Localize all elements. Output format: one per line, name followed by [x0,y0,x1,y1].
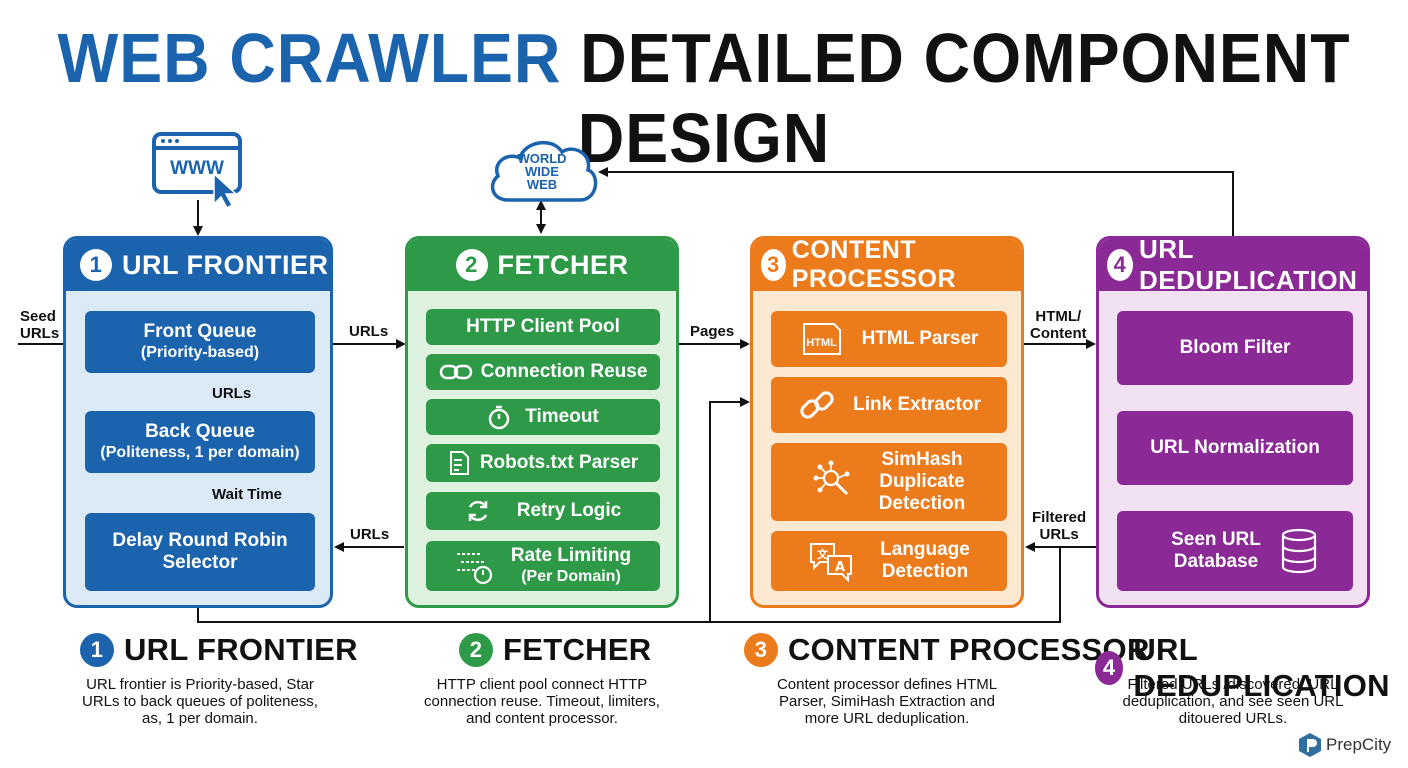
stopwatch-icon [488,405,510,430]
html-file-icon: HTML [800,322,844,356]
url-normalization-box: URL Normalization [1117,411,1353,485]
content-processor-panel: 3 CONTENT PROCESSOR HTML HTML Parser Lin… [750,236,1024,608]
simhash-box: SimHash Duplicate Detection [771,443,1007,521]
processor-number: 3 [761,249,786,281]
refresh-icon [468,500,487,522]
svg-text:文: 文 [817,547,829,561]
www-label: WWW [170,158,224,179]
rate-limiting-box: Rate Limiting (Per Domain) [426,541,660,591]
translate-icon: 文 A [810,543,853,582]
timeout-box: Timeout [426,399,660,435]
back-queue-box: Back Queue (Politeness, 1 per domain) [85,411,315,473]
cloud-line-1: WORLD [517,151,567,166]
world-wide-web-cloud: WORLD WIDE WEB [484,134,600,206]
processor-title: CONTENT PROCESSOR [791,236,957,293]
cloud-line-2: WIDE [525,164,559,179]
pages-label: Pages [690,323,735,340]
urls-back-label: URLs [350,526,390,543]
bottom-processor-heading: 3 CONTENT PROCESSOR [744,632,1150,668]
url-deduplication-panel: 4 URL DEDUPLICATION Bloom Filter URL Nor… [1096,236,1370,608]
fetcher-title: FETCHER [497,249,629,280]
network-search-icon [813,460,850,496]
retry-logic-box: Retry Logic [426,492,660,530]
urls-to-fetcher-label: URLs [349,323,389,340]
document-edit-icon [449,451,469,475]
html-parser-box: HTML HTML Parser [771,311,1007,367]
http-client-pool-box: HTTP Client Pool [426,309,660,345]
title-part-2: DETAILED COMPONENT DESIGN [577,19,1351,177]
bottom-frontier-heading: 1 URL FRONTIER [80,632,358,668]
fetcher-panel: 2 FETCHER HTTP Client Pool Connection Re… [405,236,679,608]
link-chain-icon [439,364,472,380]
page-title: WEB CRAWLER DETAILED COMPONENT DESIGN [56,18,1351,178]
bottom-dedup-heading: 4 URL DEDUPLICATION [1095,632,1408,704]
brand-logo: PrepCity [1298,732,1391,758]
dedup-number: 4 [1107,249,1133,281]
bottom-fetcher-heading: 2 FETCHER [459,632,652,668]
bloom-filter-box: Bloom Filter [1117,311,1353,385]
cloud-line-3: WEB [526,177,558,192]
delay-round-robin-selector-box: Delay Round Robin Selector [85,513,315,591]
wait-time-label: Wait Time [212,486,283,503]
url-deduplication-header: 4 URL DEDUPLICATION [1099,239,1367,295]
url-frontier-panel: 1 URL FRONTIER Front Queue (Priority-bas… [63,236,333,608]
title-part-1: WEB CRAWLER [57,19,562,97]
bottom-processor-description: Content processor defines HTML Parser, S… [776,676,998,727]
filtered-urls-label: Filtered URLs [1032,509,1087,543]
www-icon: WWW [152,132,244,210]
database-icon [1281,528,1316,574]
frontier-number: 1 [80,249,112,281]
frontier-urls-label: URLs [212,385,252,402]
seed-urls-label: Seed URLs [20,308,60,342]
robots-txt-parser-box: Robots.txt Parser [426,444,660,482]
content-processor-header: 3 CONTENT PROCESSOR [753,236,1021,293]
front-queue-box: Front Queue (Priority-based) [85,311,315,373]
svg-text:A: A [835,560,845,575]
seen-url-database-box: Seen URL Database [1117,511,1353,591]
link-icon [800,391,834,419]
link-extractor-box: Link Extractor [771,377,1007,433]
url-frontier-header: 1 URL FRONTIER [66,239,330,291]
language-detection-box: 文 A Language Detection [771,531,1007,591]
brand-name: PrepCity [1326,735,1392,754]
connection-reuse-box: Connection Reuse [426,354,660,390]
frontier-title: URL FRONTIER [122,249,329,280]
fetcher-number: 2 [455,249,488,281]
html-content-label: HTML/ Content [1030,308,1087,342]
bottom-fetcher-description: HTTP client pool connect HTTP connection… [424,676,660,727]
fetcher-header: 2 FETCHER [408,239,676,291]
rate-limit-clock-icon [456,553,492,585]
bottom-dedup-description: Filtered URLs /discovered, URL deduplica… [1122,676,1344,727]
bottom-frontier-description: URL frontier is Priority-based, Star URL… [82,676,318,727]
hexagon-logo-icon [1299,733,1321,757]
dedup-title: URL DEDUPLICATION [1139,236,1358,295]
